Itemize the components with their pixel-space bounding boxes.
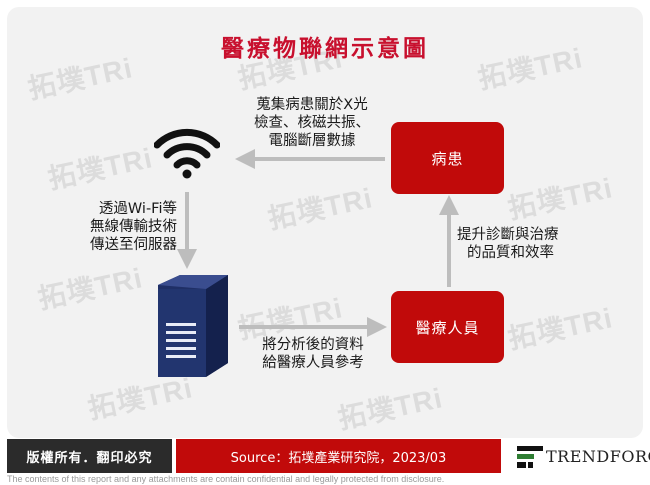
source-citation: Source：拓墣產業研究院，2023/03 [176, 439, 501, 473]
label-analyze: 將分析後的資料 給醫療人員參考 [243, 336, 383, 372]
brand-logo: TRENDFORCE [546, 447, 650, 466]
label-line: 的品質和效率 [467, 245, 554, 261]
flow-arrows [177, 149, 459, 337]
label-line: 將分析後的資料 [262, 337, 364, 353]
medical-staff-node: 醫療人員 [391, 291, 504, 363]
label-line: 傳送至伺服器 [90, 237, 177, 253]
label-line: 蒐集病患關於X光 [256, 97, 368, 113]
patient-node: 病患 [391, 122, 504, 194]
label-collect: 蒐集病患關於X光 檢查、核磁共振、 電腦斷層數據 [239, 96, 385, 150]
label-line: 檢查、核磁共振、 [254, 115, 370, 131]
label-line: 透過Wi-Fi等 [98, 201, 177, 217]
wifi-icon [154, 128, 220, 179]
label-line: 電腦斷層數據 [268, 133, 356, 149]
diagram-title: 醫療物聯網示意圖 [221, 35, 429, 62]
label-transmit: 透過Wi-Fi等 無線傳輸技術 傳送至伺服器 [67, 200, 177, 254]
copyright-notice: 版權所有．翻印必究 [7, 439, 172, 473]
disclaimer: The contents of this report and any atta… [7, 474, 445, 484]
server-icon [158, 275, 228, 377]
trendforce-logo-icon [517, 446, 543, 468]
label-improve: 提升診斷與治療 的品質和效率 [457, 226, 589, 262]
diagram-canvas: 拓墣TRi 拓墣TRi 拓墣TRi 拓墣TRi 拓墣TRi 拓墣TRi 拓墣TR… [7, 7, 643, 438]
label-line: 無線傳輸技術 [90, 219, 177, 235]
label-line: 提升診斷與治療 [457, 227, 559, 243]
label-line: 給醫療人員參考 [262, 355, 364, 371]
